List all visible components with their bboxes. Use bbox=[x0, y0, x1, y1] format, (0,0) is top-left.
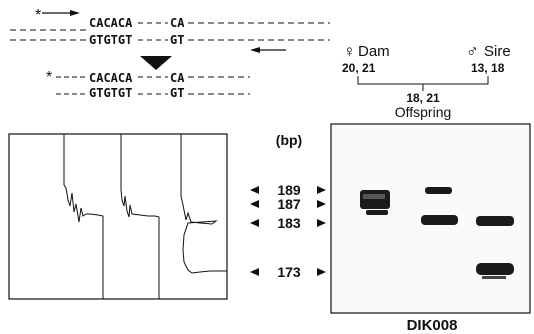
dam-label: Dam bbox=[358, 43, 390, 60]
band-offspring-189-highlight bbox=[363, 194, 385, 199]
sire-symbol-icon: ♂ bbox=[466, 42, 479, 61]
product-asterisk: * bbox=[46, 69, 52, 86]
marker-189-left-arrow-icon bbox=[250, 186, 259, 194]
product-top-seq: CACACA bbox=[89, 71, 133, 85]
electropherogram bbox=[9, 134, 227, 299]
band-offspring-189 bbox=[360, 190, 390, 209]
marker-183-right-arrow-icon bbox=[317, 219, 326, 227]
sire-alleles: 13, 18 bbox=[471, 61, 505, 75]
band-dam-189 bbox=[425, 187, 452, 194]
trace-frame bbox=[9, 134, 227, 299]
marker-173-label: 173 bbox=[277, 264, 301, 280]
marker-189-right-arrow-icon bbox=[317, 186, 326, 194]
product-bottom-seq: GTGTGT bbox=[89, 86, 132, 100]
marker-187-right-arrow-icon bbox=[317, 200, 326, 208]
marker-173-right-arrow-icon bbox=[317, 268, 326, 276]
bottom-strand-seq: GTGTGT bbox=[89, 33, 132, 47]
marker-187-label: 187 bbox=[277, 196, 301, 212]
band-sire-183 bbox=[476, 216, 514, 226]
pedigree: ♀ Dam 20, 21 ♂ Sire 13, 18 18, 21 Offspr… bbox=[342, 42, 511, 120]
marker-183-label: 183 bbox=[277, 215, 301, 231]
product-bottom-end: GT bbox=[170, 86, 184, 100]
marker-name: DIK008 bbox=[407, 317, 458, 334]
dam-alleles: 20, 21 bbox=[342, 61, 376, 75]
band-dam-183 bbox=[421, 215, 458, 225]
pcr-schematic: * CACACA CA GTGTGT GT * CACACA CA GTGTGT… bbox=[10, 7, 330, 100]
unit-label: (bp) bbox=[276, 132, 302, 148]
band-sire-173 bbox=[476, 263, 514, 275]
offspring-label: Offspring bbox=[395, 104, 452, 120]
reverse-primer-arrowhead bbox=[250, 47, 260, 53]
mating-line bbox=[358, 76, 488, 84]
marker-173-left-arrow-icon bbox=[250, 268, 259, 276]
gel-blot: DIK008 bbox=[331, 124, 530, 334]
size-markers: (bp) 189 187 183 173 bbox=[250, 132, 326, 280]
sire-label: Sire bbox=[484, 43, 511, 60]
label-asterisk: * bbox=[35, 7, 41, 24]
band-offspring-187 bbox=[366, 210, 388, 215]
top-strand-end: CA bbox=[170, 16, 185, 30]
product-top-end: CA bbox=[170, 71, 185, 85]
top-strand-seq: CACACA bbox=[89, 16, 133, 30]
dam-symbol-icon: ♀ bbox=[343, 42, 356, 61]
marker-183-left-arrow-icon bbox=[250, 219, 259, 227]
offspring-alleles: 18, 21 bbox=[406, 91, 440, 105]
bottom-strand-end: GT bbox=[170, 33, 184, 47]
marker-187-left-arrow-icon bbox=[250, 200, 259, 208]
forward-primer-arrowhead bbox=[70, 10, 80, 16]
band-sire-173-smear bbox=[482, 276, 506, 279]
amplification-arrow-icon bbox=[140, 56, 172, 70]
